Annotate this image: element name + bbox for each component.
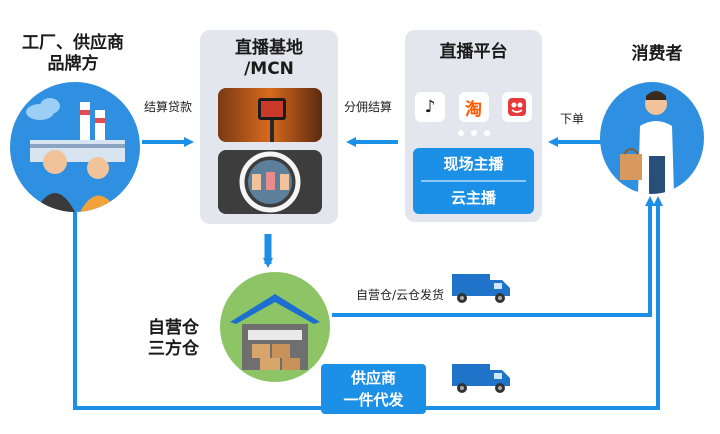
live-stream-photo-1 (218, 88, 322, 142)
supplier-dropship-line2: 一件代发 (343, 391, 404, 409)
platform-title: 直播平台 (439, 42, 508, 62)
tag-divider (421, 180, 526, 182)
consumer-circle (600, 82, 704, 194)
warehouse-title-line2: 三方仓 (148, 339, 199, 359)
supplier-dropship-line1: 供应商 (350, 369, 396, 387)
tag-live-anchor: 现场主播 (443, 155, 504, 173)
base-title-line1: 直播基地 (235, 38, 303, 58)
person-shopping-icon (620, 91, 674, 194)
truck-icon (452, 364, 510, 393)
dot (458, 130, 464, 136)
arrow-warehouse-to-consumer (332, 196, 655, 317)
factory-icon (26, 98, 125, 212)
base-title: 直播基地 /MCN (200, 38, 338, 80)
ring-light-icon (239, 151, 301, 213)
anchor-types-box: 现场主播 云主播 (413, 148, 534, 214)
tag-cloud-anchor: 云主播 (450, 189, 496, 207)
consumer-title: 消费者 (631, 44, 683, 64)
live-stream-photo-2 (218, 150, 322, 214)
tiktok-icon: ♪ (415, 92, 445, 122)
base-title-line2: /MCN (244, 59, 294, 79)
factory-title-line1: 工厂、供应商 (22, 33, 124, 53)
edge-label-warehouse-shipping: 自营仓/云仓发货 (356, 288, 445, 302)
edge-label-place-order: 下单 (560, 112, 585, 126)
platform-panel: 直播平台 ♪ 淘 现场主播 云主播 (405, 30, 542, 222)
factory-circle (10, 82, 140, 212)
edge-label-settlement-loan: 结算贷款 (144, 100, 193, 114)
edge-label-commission-settlement: 分佣结算 (344, 100, 393, 114)
pagination-dots (458, 130, 490, 136)
platform-app-icons: ♪ 淘 (415, 92, 532, 122)
dot (471, 130, 477, 136)
kuaishou-icon (502, 92, 532, 122)
warehouse-icon (230, 294, 320, 370)
supplier-dropship-box: 供应商 一件代发 (321, 364, 426, 414)
taobao-icon: 淘 (458, 92, 489, 122)
factory-title-line2: 品牌方 (47, 54, 99, 74)
truck-icon (452, 274, 510, 303)
base-panel: 直播基地 /MCN (200, 30, 338, 224)
factory-title: 工厂、供应商 品牌方 (8, 33, 138, 75)
dot (484, 130, 490, 136)
camera-phone-icon (258, 98, 286, 142)
warehouse-circle (220, 272, 330, 382)
warehouse-title: 自营仓 三方仓 (148, 318, 220, 360)
warehouse-title-line1: 自营仓 (148, 318, 199, 338)
